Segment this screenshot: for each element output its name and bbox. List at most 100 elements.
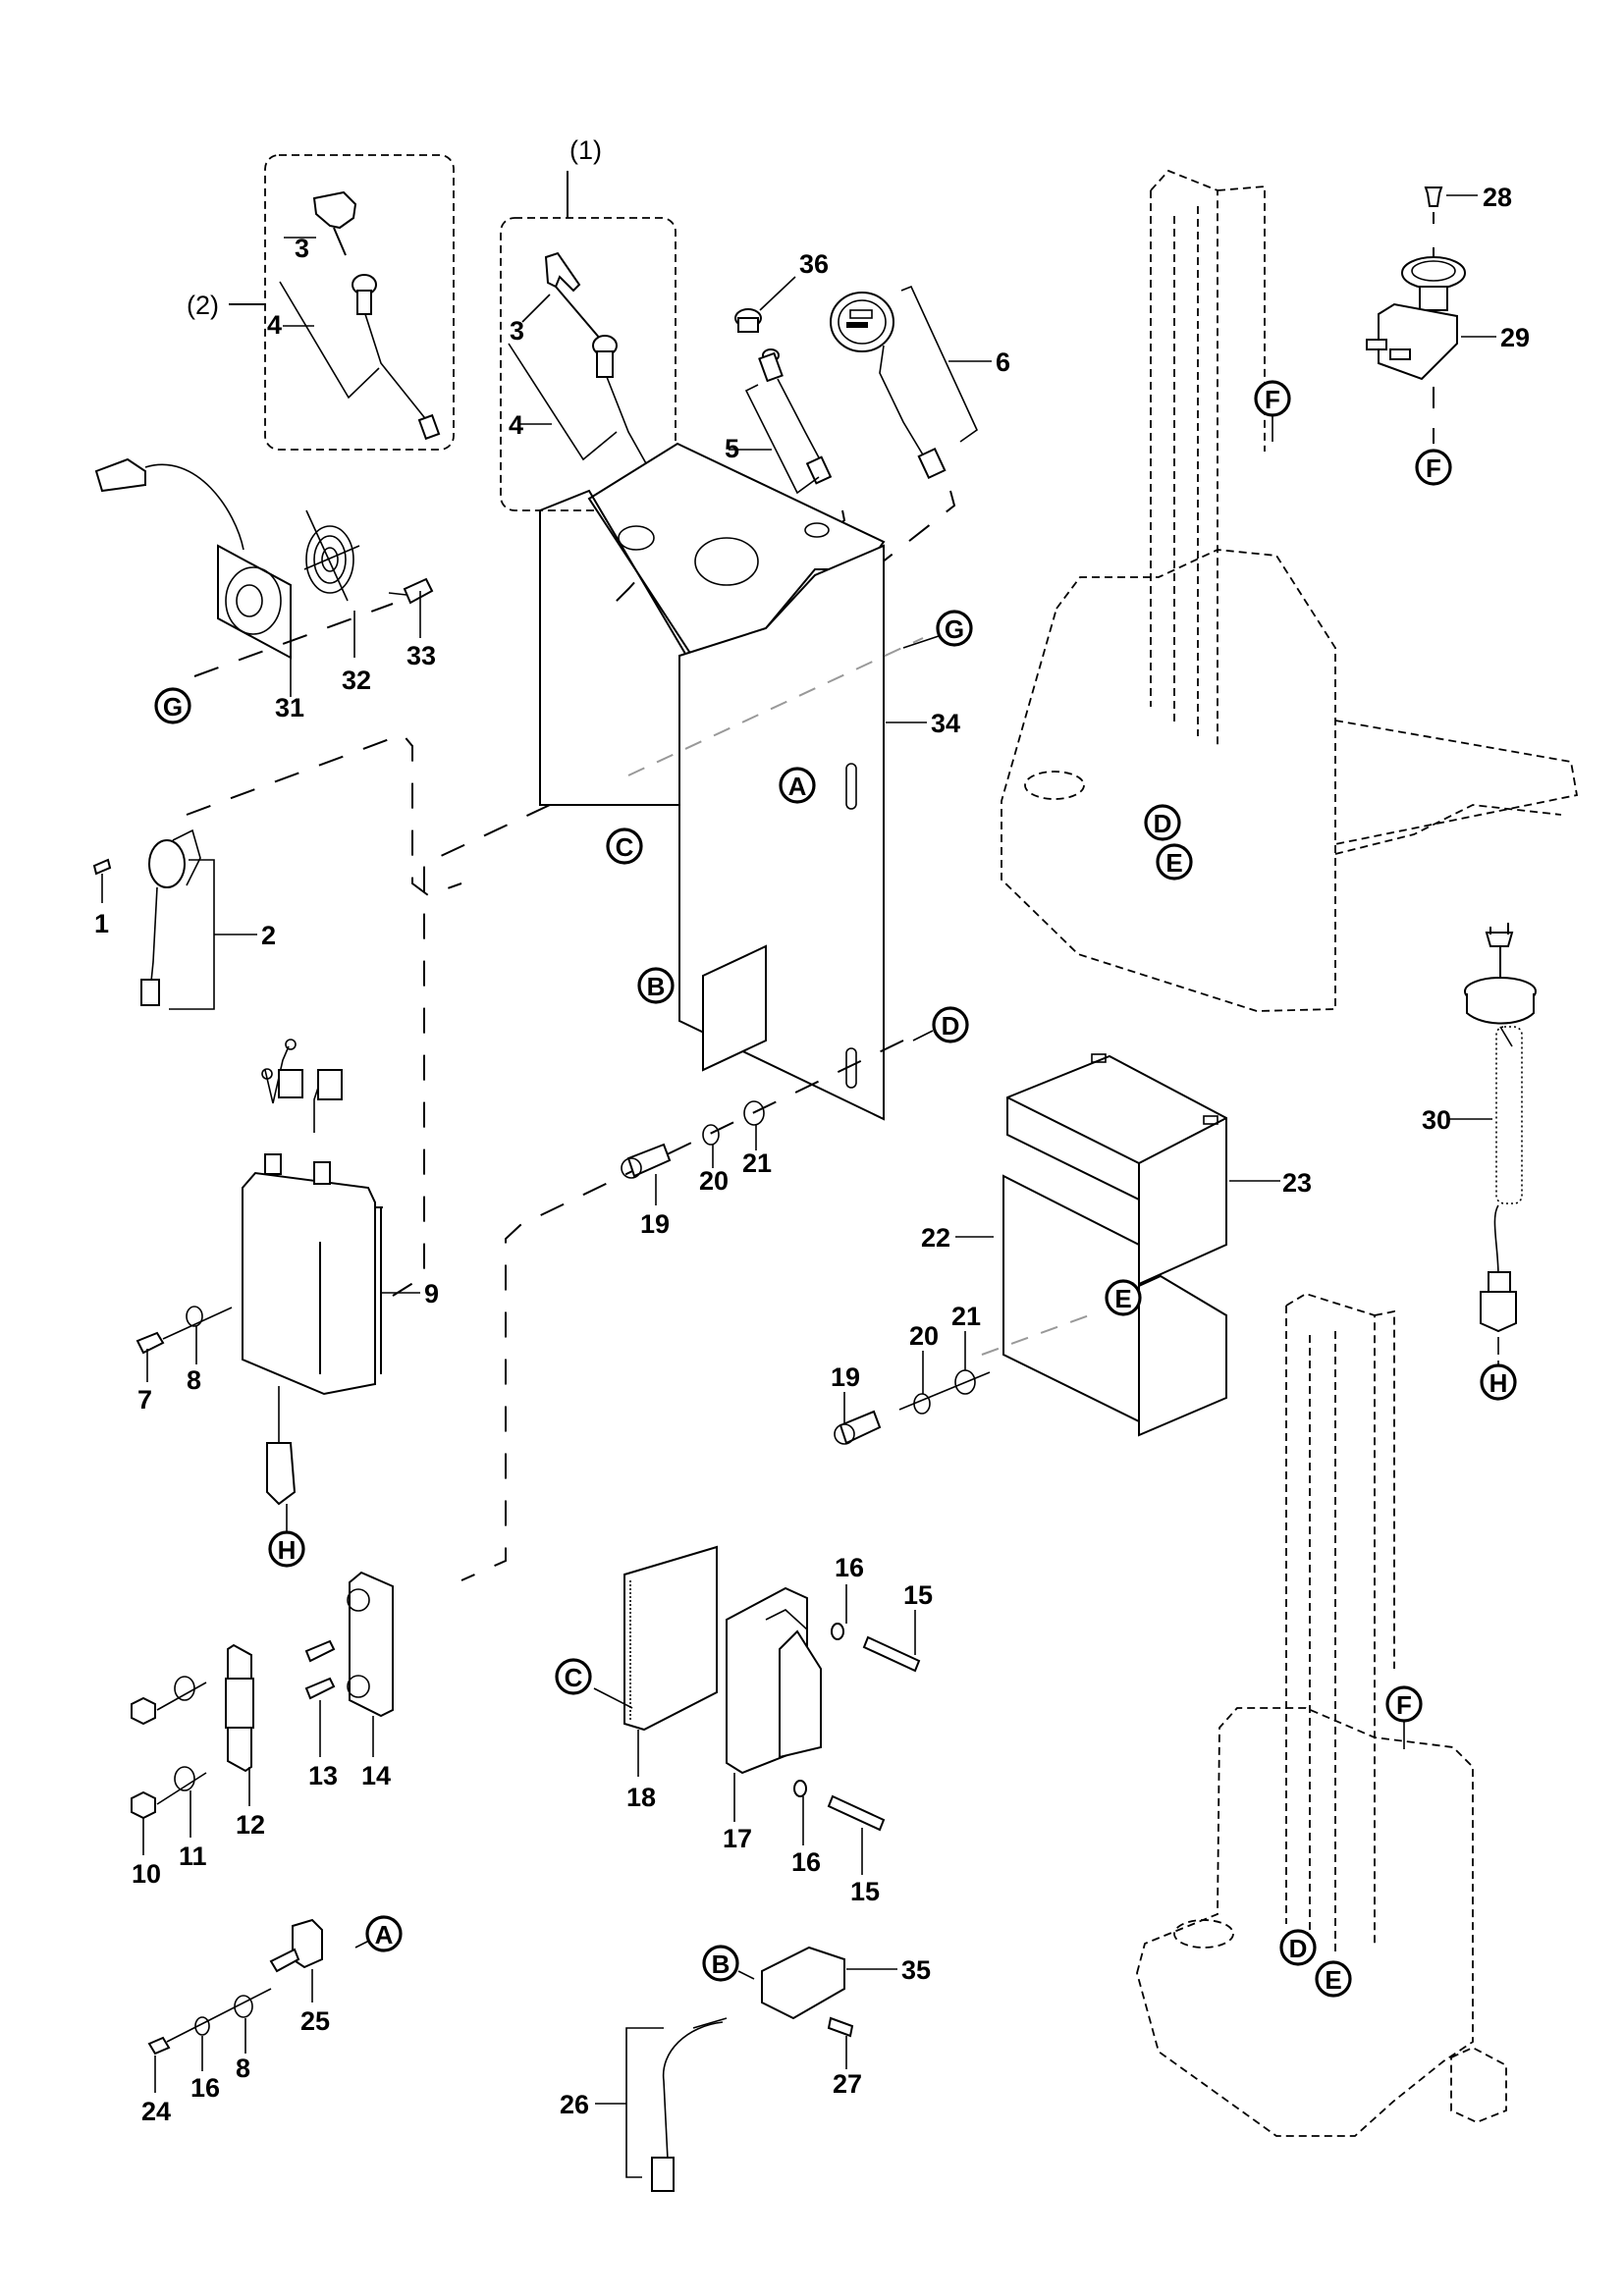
battery-lower-side [1138, 1274, 1227, 1437]
ref-marker-c [606, 828, 643, 865]
truck-frame-lower: F D E [1136, 1293, 1507, 2137]
ref-marker-b [702, 1945, 739, 1982]
ref-marker-a-label: A [788, 772, 807, 801]
part-label-3a: 3 [295, 234, 309, 263]
part-label-7: 7 [137, 1385, 152, 1415]
ref-marker-d-label: D [1154, 809, 1172, 838]
e-stop-cap [1411, 260, 1456, 282]
ref-marker-f-label: F [1265, 385, 1280, 414]
bracket-5 [744, 384, 820, 495]
ref-marker-f [1385, 1685, 1423, 1723]
indicator-bar [846, 322, 868, 328]
e-stop-terminal [1389, 348, 1411, 360]
ref-marker-e [1105, 1279, 1142, 1316]
power-cord-parts: 30 H [1422, 923, 1537, 1401]
controller-cover [765, 1609, 808, 1630]
part-label-29: 29 [1500, 323, 1530, 352]
fuse-stud [347, 1588, 370, 1612]
part-label-12: 12 [236, 1810, 265, 1840]
truck-foot-block [1450, 2046, 1507, 2123]
lock-washer-icon [913, 1393, 931, 1415]
battery-bolt-axis [898, 1371, 991, 1411]
ref-marker-d-label: D [942, 1011, 960, 1041]
controller-housing [779, 1629, 822, 1759]
flat-washer-icon [743, 1100, 765, 1126]
screw-icon [135, 1331, 165, 1355]
truck-frame-upper: F D E [1001, 169, 1579, 1012]
screw-icon [827, 2016, 854, 2038]
routing-line-fuse [460, 1040, 904, 1581]
battery-edge [1138, 1117, 1227, 1164]
key-switch-body [356, 290, 372, 315]
charger-lead [272, 1045, 290, 1104]
truck-wheel-cutout [1173, 1919, 1234, 1949]
part-label-3b: 3 [510, 316, 524, 346]
lock-washer-icon [702, 1124, 720, 1146]
ref-marker-h [268, 1530, 305, 1568]
bolt-icon [304, 1639, 336, 1663]
indicator-parts: 36 5 6 [725, 249, 1010, 495]
mast-outline [1374, 1309, 1395, 1669]
washer-icon [174, 1766, 195, 1791]
fan-blades [225, 566, 282, 635]
washer-icon [174, 1676, 195, 1701]
part-label-24: 24 [141, 2097, 171, 2126]
coiled-cord [1495, 1026, 1523, 1204]
fan-guard-ring [321, 547, 339, 572]
plate-hole [804, 522, 830, 538]
ref-marker-b [637, 967, 675, 1004]
part-label-33: 33 [406, 641, 436, 670]
charger-output-plug [266, 1442, 297, 1506]
fuse-bolt-axis [156, 1682, 207, 1711]
part-label-15a: 15 [903, 1580, 933, 1610]
contactor-icon [761, 1946, 845, 2020]
harness-lead [692, 2017, 728, 2029]
fan-connector [94, 457, 146, 493]
ref-marker-b-label: B [712, 1949, 731, 1979]
ref-marker-d [1279, 1929, 1317, 1966]
cord-grommet-body [1466, 993, 1535, 1025]
fan-wire [144, 463, 244, 551]
ref-marker-g [936, 610, 973, 647]
plate-slot [845, 763, 857, 810]
ref-marker-e [1315, 1960, 1352, 1998]
ref-marker-e-label: E [1325, 1965, 1341, 1995]
indicator-display [849, 309, 873, 319]
lamp-connector [805, 455, 833, 485]
bolt-axis [388, 592, 407, 596]
part-label-31: 31 [275, 693, 304, 722]
buzzer-wire [150, 886, 158, 983]
group-1-dashed-frame [500, 217, 677, 511]
ref-marker-e-label: E [1165, 848, 1182, 878]
charger-grommet [313, 1161, 331, 1185]
ref-marker-g-label: G [163, 692, 183, 721]
nut-icon [131, 1696, 156, 1726]
cord-lead [1493, 1204, 1499, 1277]
key-switch-connector [417, 413, 441, 441]
key-shaft [555, 286, 602, 341]
group-1-label: (1) [569, 135, 602, 165]
buzzer-flange [172, 828, 201, 886]
ring-terminal [261, 1068, 273, 1080]
ref-marker-h-label: H [1489, 1368, 1508, 1398]
part-label-19b: 19 [831, 1362, 860, 1392]
leader-36 [759, 276, 796, 311]
cord-connector [1480, 1291, 1517, 1333]
ref-marker-g [154, 687, 191, 724]
fan-mount-axis [193, 603, 394, 677]
e-stop-terminal [1366, 339, 1387, 350]
truck-body-outline [1136, 1707, 1474, 2137]
bracket-26 [625, 2027, 664, 2178]
washer-icon [234, 1995, 253, 2018]
cord-strain-relief [1488, 1271, 1511, 1295]
key-switch-group-2: (2) 3 4 [187, 154, 455, 451]
fuse-stud [347, 1675, 370, 1698]
battery-edge [1006, 1096, 1140, 1164]
indicator-wire [879, 345, 928, 462]
washer-icon [186, 1306, 203, 1327]
fan-guard-strut [303, 545, 360, 570]
bracket-4a [279, 281, 380, 400]
ref-marker-a-label: A [375, 1920, 394, 1949]
indicator-connector [917, 447, 947, 480]
